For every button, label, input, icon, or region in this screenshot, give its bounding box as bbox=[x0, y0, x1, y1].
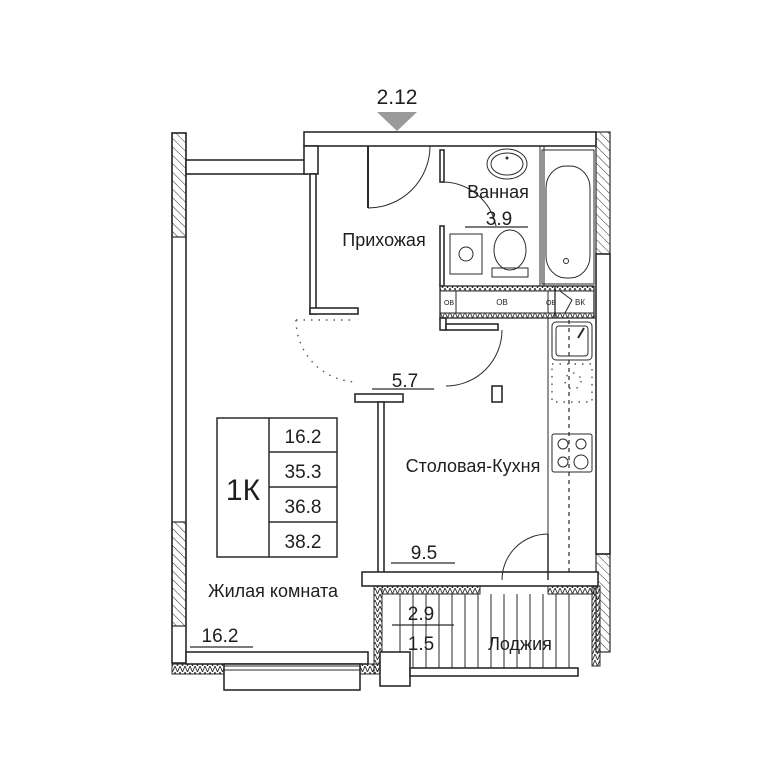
sink-icon bbox=[486, 148, 528, 180]
bathtub-icon bbox=[541, 149, 595, 285]
summary-total-full: 38.2 bbox=[285, 532, 322, 553]
summary-living-area: 16.2 bbox=[285, 427, 322, 448]
bathroom-name: Ванная bbox=[467, 182, 529, 202]
kitchen-fixtures bbox=[551, 320, 593, 572]
kitchen-name: Столовая-Кухня bbox=[406, 456, 541, 476]
dishwasher-icon bbox=[551, 363, 593, 403]
entrance-arrow-icon bbox=[377, 112, 417, 131]
hallway-name: Прихожая bbox=[342, 230, 425, 250]
summary-total-area: 35.3 bbox=[285, 462, 322, 483]
summary-total-reduced: 36.8 bbox=[285, 497, 322, 518]
svg-text:ВК: ВК bbox=[575, 298, 585, 307]
room-hallway: Прихожая 5.7 bbox=[342, 230, 434, 392]
room-bathroom: Ванная 3.9 bbox=[465, 182, 529, 230]
svg-text:ОВ: ОВ bbox=[496, 298, 508, 307]
svg-text:ОВ: ОВ bbox=[444, 300, 454, 307]
entrance-marker: 2.12 bbox=[377, 86, 418, 131]
bathroom-fixtures bbox=[449, 148, 595, 285]
hallway-area: 5.7 bbox=[392, 371, 418, 392]
utility-shaft: ОВ ОВ ОВ ВК bbox=[444, 290, 585, 314]
loggia-area-full: 2.9 bbox=[408, 604, 434, 625]
entrance-marker-label: 2.12 bbox=[377, 86, 418, 109]
toilet-icon bbox=[493, 229, 527, 271]
bathroom-area: 3.9 bbox=[486, 209, 512, 230]
kitchen-sink-icon bbox=[551, 321, 593, 361]
walls bbox=[171, 131, 611, 691]
kitchen-area: 9.5 bbox=[411, 543, 437, 564]
washing-machine-icon bbox=[449, 233, 483, 275]
svg-text:ОВ: ОВ bbox=[546, 300, 556, 307]
loggia-area-reduced: 1.5 bbox=[408, 634, 434, 655]
room-living: Жилая комната 16.2 bbox=[190, 581, 339, 648]
loggia-floor bbox=[399, 594, 570, 668]
living-area: 16.2 bbox=[202, 626, 239, 647]
room-kitchen: Столовая-Кухня 9.5 bbox=[391, 456, 540, 564]
doors bbox=[295, 145, 549, 581]
room-loggia: 2.9 1.5 Лоджия bbox=[392, 604, 552, 655]
living-name: Жилая комната bbox=[208, 581, 339, 601]
loggia-name: Лоджия bbox=[488, 634, 552, 654]
stove-icon bbox=[551, 433, 593, 473]
apartment-type: 1К bbox=[226, 474, 261, 507]
area-summary-table: 1К 16.2 35.3 36.8 38.2 bbox=[216, 417, 338, 558]
